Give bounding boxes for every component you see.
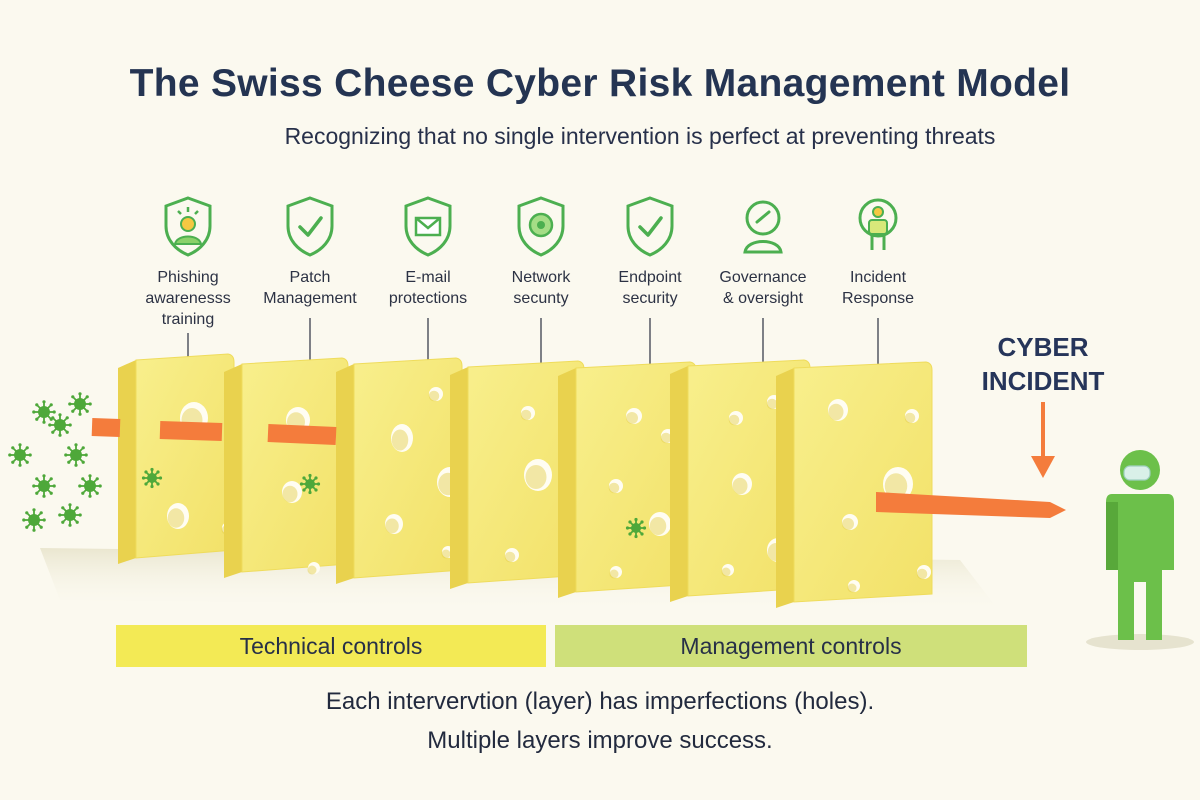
virus-icon [78, 474, 102, 498]
caption-line-2: Multiple layers improve success. [427, 727, 773, 754]
incident-down-arrow [1031, 402, 1055, 478]
threat-arrow-breach [876, 492, 1066, 518]
layer-label: Endpoint security [618, 269, 682, 307]
governance-person-icon [735, 194, 791, 258]
user-alert-shield-icon [160, 194, 216, 258]
virus-icon [32, 400, 56, 424]
virus-icon [625, 517, 647, 539]
cheese-slice [450, 360, 589, 589]
target-shield-icon [513, 194, 569, 258]
virus-icon [58, 503, 82, 527]
cheese-slice [336, 357, 463, 584]
person-figure [1086, 450, 1194, 650]
layer-label: Governance & oversight [719, 269, 807, 307]
virus-icon [141, 467, 163, 489]
cheese-slice [118, 353, 235, 564]
layer-label: Network secunty [511, 269, 571, 307]
cheese-slice [224, 357, 353, 578]
virus-icon [32, 474, 56, 498]
responder-icon [850, 194, 906, 258]
virus-icon [22, 508, 46, 532]
threat-arrow-segment [267, 424, 337, 445]
layer-label: E-mail protections [388, 269, 468, 307]
cheese-slice [776, 361, 933, 608]
management-controls-band: Management controls [555, 625, 1027, 667]
virus-icon [8, 443, 32, 467]
cyber-incident-label: CYBER INCIDENT [981, 332, 1105, 396]
virus-icon [48, 413, 72, 437]
layer-label: Phishing awarenesss training [145, 269, 231, 328]
virus-icon [68, 392, 92, 416]
virus-icon [64, 443, 88, 467]
threat-arrow-segment [91, 418, 121, 437]
envelope-shield-icon [400, 194, 456, 258]
technical-controls-band: Technical controls [116, 625, 546, 667]
page-title: The Swiss Cheese Cyber Risk Management M… [129, 62, 1071, 105]
virus-icon [299, 473, 321, 495]
caption-line-1: Each intervervtion (layer) has imperfect… [325, 688, 875, 715]
layer-label: Patch Management [263, 269, 357, 307]
check-shield-icon [282, 194, 338, 258]
check-shield-icon [622, 194, 678, 258]
layer-label: Incident Response [841, 269, 915, 307]
page-subtitle: Recognizing that no single intervention … [284, 123, 996, 149]
threat-arrow-segment [159, 421, 223, 441]
